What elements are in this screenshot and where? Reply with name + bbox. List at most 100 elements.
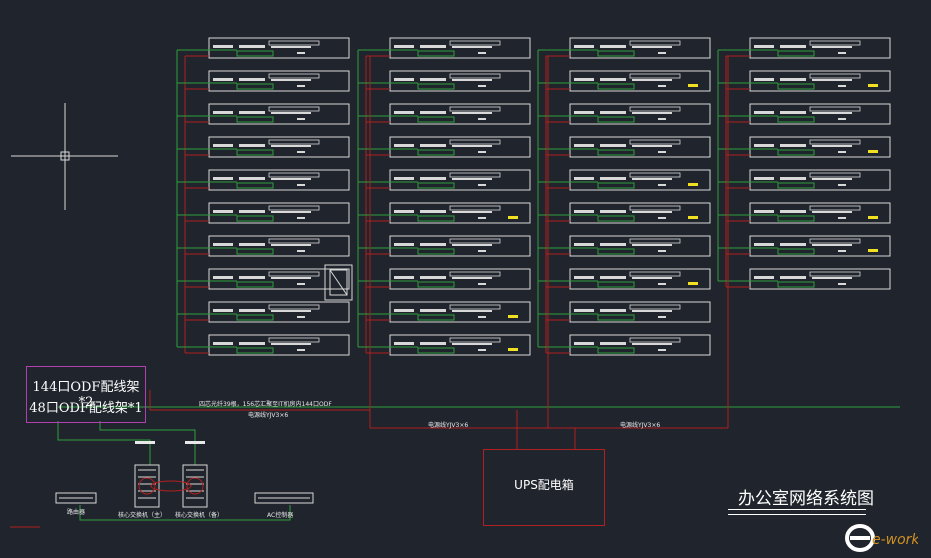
port-strip bbox=[239, 243, 265, 246]
led-row bbox=[452, 46, 492, 48]
status-mark bbox=[297, 151, 305, 153]
uplink-slot bbox=[629, 40, 681, 46]
uplink-slot bbox=[449, 205, 501, 211]
network-switch-unit bbox=[389, 202, 531, 224]
led-row bbox=[271, 178, 311, 180]
port-strip bbox=[394, 111, 414, 114]
uplink-slot bbox=[629, 106, 681, 112]
ups-distribution-box: UPS配电箱 bbox=[483, 449, 605, 526]
fiber-module bbox=[417, 215, 455, 222]
status-mark bbox=[478, 217, 486, 219]
network-switch-unit bbox=[749, 103, 891, 125]
led-row bbox=[632, 46, 672, 48]
network-switch-unit bbox=[569, 235, 711, 257]
highlight-mark bbox=[508, 348, 518, 351]
status-mark bbox=[297, 217, 305, 219]
uplink-slot bbox=[268, 304, 320, 310]
uplink-slot bbox=[809, 205, 861, 211]
uplink-slot bbox=[268, 271, 320, 277]
network-switch-unit bbox=[569, 268, 711, 290]
stacking-link bbox=[150, 480, 192, 492]
port-strip bbox=[600, 276, 626, 279]
uplink-slot bbox=[268, 106, 320, 112]
highlight-mark bbox=[688, 216, 698, 219]
switch-outline bbox=[749, 268, 891, 290]
status-mark bbox=[658, 85, 666, 87]
port-strip bbox=[239, 78, 265, 81]
port-strip bbox=[780, 78, 806, 81]
switch-outline bbox=[208, 169, 350, 191]
network-switch-unit bbox=[389, 37, 531, 59]
port-strip bbox=[394, 276, 414, 279]
core-switch-main-label: 核心交换机（主） bbox=[118, 512, 167, 519]
fiber-note-label: 四芯光纤39根，156芯汇聚至IT机房内144口ODF bbox=[199, 401, 332, 408]
fiber-module bbox=[417, 248, 455, 255]
fiber-module bbox=[597, 83, 635, 90]
port-strip bbox=[780, 177, 806, 180]
port-strip bbox=[780, 276, 806, 279]
port-strip bbox=[754, 45, 774, 48]
core-switch-backup-icon bbox=[182, 464, 208, 508]
switch-outline bbox=[208, 334, 350, 356]
uplink-slot bbox=[268, 205, 320, 211]
fiber-module bbox=[777, 83, 815, 90]
fiber-module bbox=[597, 314, 635, 321]
port-strip bbox=[574, 309, 594, 312]
led-row bbox=[452, 112, 492, 114]
port-strip bbox=[574, 177, 594, 180]
fiber-module bbox=[236, 116, 274, 123]
switch-outline bbox=[569, 268, 711, 290]
highlight-mark bbox=[868, 150, 878, 153]
crosshair-cursor-icon bbox=[11, 103, 118, 210]
fiber-module bbox=[597, 347, 635, 354]
port-strip bbox=[239, 309, 265, 312]
network-switch-unit bbox=[208, 301, 350, 323]
port-strip bbox=[239, 276, 265, 279]
led-row bbox=[812, 46, 852, 48]
led-row bbox=[452, 244, 492, 246]
fiber-module bbox=[236, 149, 274, 156]
network-switch-unit bbox=[389, 301, 531, 323]
port-strip bbox=[394, 342, 414, 345]
port-strip bbox=[213, 276, 233, 279]
network-switch-unit bbox=[389, 70, 531, 92]
network-switch-unit bbox=[569, 136, 711, 158]
ups-label: UPS配电箱 bbox=[514, 478, 574, 492]
led-row bbox=[632, 343, 672, 345]
switch-outline bbox=[208, 70, 350, 92]
fiber-module bbox=[236, 314, 274, 321]
network-switch-unit bbox=[389, 136, 531, 158]
status-mark bbox=[297, 349, 305, 351]
led-row bbox=[271, 343, 311, 345]
network-switch-unit bbox=[749, 169, 891, 191]
port-strip bbox=[600, 342, 626, 345]
port-strip bbox=[420, 45, 446, 48]
odf-to-core-backup bbox=[99, 421, 196, 465]
highlight-mark bbox=[688, 183, 698, 186]
switch-outline bbox=[389, 37, 531, 59]
status-mark bbox=[658, 151, 666, 153]
cabling bbox=[10, 49, 900, 528]
port-strip bbox=[420, 243, 446, 246]
status-mark bbox=[478, 283, 486, 285]
ac-controller-label: AC控制器 bbox=[267, 512, 294, 519]
network-switch-unit bbox=[749, 136, 891, 158]
port-strip bbox=[420, 144, 446, 147]
network-switch-unit bbox=[208, 334, 350, 356]
led-row bbox=[812, 79, 852, 81]
port-strip bbox=[213, 45, 233, 48]
port-strip bbox=[394, 309, 414, 312]
fiber-module bbox=[777, 182, 815, 189]
uplink-slot bbox=[629, 73, 681, 79]
port-strip bbox=[239, 177, 265, 180]
switch-outline bbox=[749, 136, 891, 158]
uplink-slot bbox=[268, 238, 320, 244]
port-strip bbox=[394, 45, 414, 48]
fiber-module bbox=[236, 50, 274, 57]
led-row bbox=[271, 310, 311, 312]
status-mark bbox=[658, 184, 666, 186]
network-switch-unit bbox=[389, 334, 531, 356]
uplink-slot bbox=[809, 106, 861, 112]
highlight-mark bbox=[868, 249, 878, 252]
port-strip bbox=[213, 111, 233, 114]
